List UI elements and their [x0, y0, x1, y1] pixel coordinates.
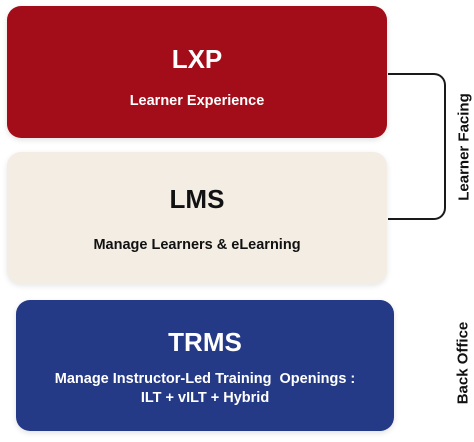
lxp-subtitle: Learner Experience	[129, 93, 265, 109]
lxp-title: LXP	[171, 44, 223, 74]
trms-subtitle-line-1: Manage Instructor-Led Training Openings …	[54, 371, 356, 387]
lms-title: LMS	[169, 184, 225, 214]
trms-title: TRMS	[168, 327, 242, 357]
trms-subtitle: Manage Instructor-Led Training Openings …	[55, 370, 356, 408]
trms-box: TRMS Manage Instructor-Led Training Open…	[16, 300, 394, 431]
learner-facing-bracket	[388, 73, 446, 220]
trms-subtitle-line-2: ILT + vILT + Hybrid	[140, 390, 270, 406]
back-office-label: Back Office	[454, 321, 472, 405]
lms-subtitle: Manage Learners & eLearning	[93, 237, 301, 253]
learner-facing-label: Learner Facing	[455, 93, 473, 201]
lms-box: LMS Manage Learners & eLearning	[7, 152, 387, 284]
lxp-box: LXP Learner Experience	[7, 6, 387, 138]
